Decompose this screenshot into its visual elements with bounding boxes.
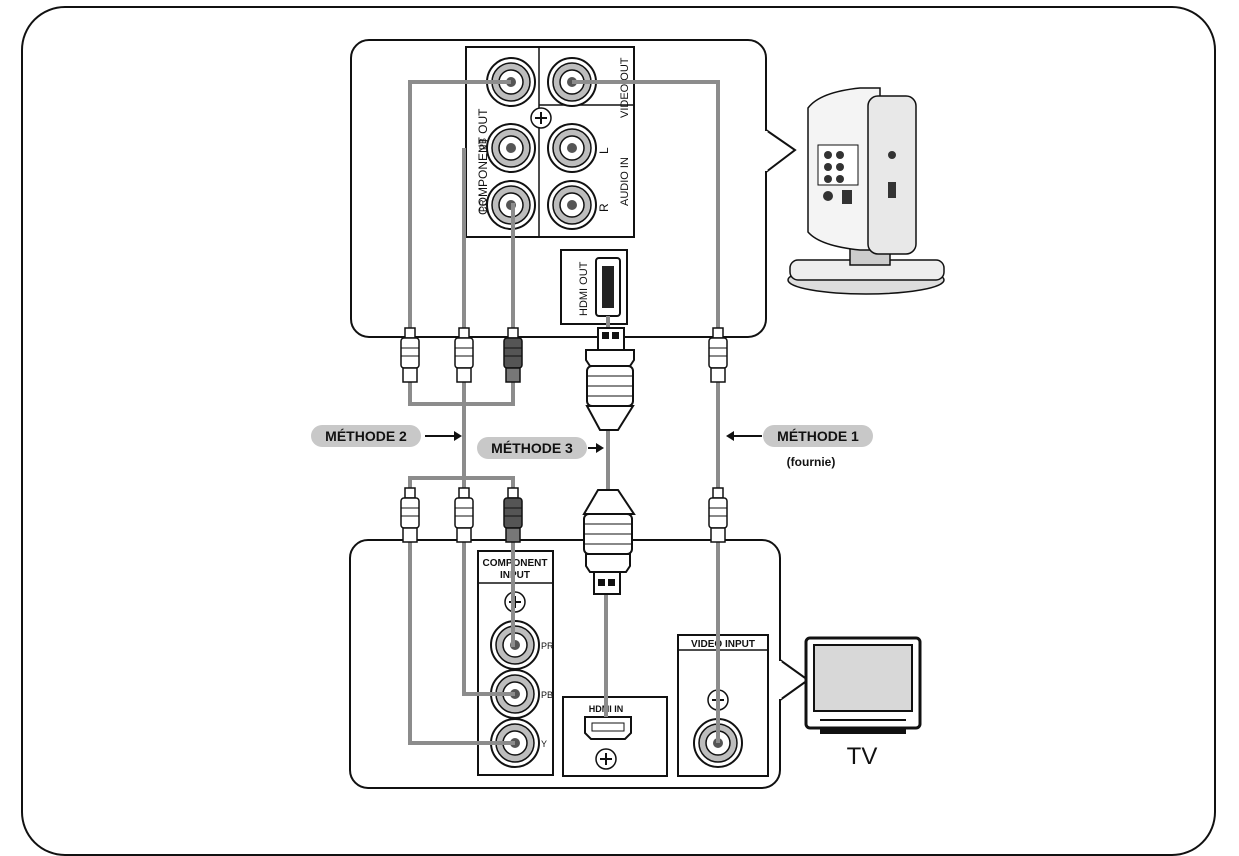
arrow-right-icon (454, 431, 462, 441)
component-bundle-top (408, 382, 515, 406)
method-1-note: (fournie) (787, 455, 836, 469)
audio-in-label: AUDIO IN (619, 157, 631, 206)
r-label: R (597, 203, 611, 212)
tv-pr-label: PR (541, 641, 554, 651)
hdmi-plug-top (585, 327, 635, 431)
ground-screw-icon (595, 748, 617, 770)
rca-plug-video-bottom (708, 487, 728, 543)
player-side-view-illustration (787, 87, 945, 295)
component-bundle-bottom (408, 476, 515, 490)
pr-cable-upper (511, 203, 515, 330)
method-3-label: MÉTHODE 3 (491, 440, 573, 456)
y-cable-lower (408, 542, 515, 745)
tv-icon (804, 636, 922, 734)
component-out-label: COMPONENT OUT (476, 108, 490, 215)
pb-cable-upper (408, 80, 511, 330)
component-out-y-jack (486, 123, 536, 173)
audio-in-r-jack (547, 180, 597, 230)
pb-label: PB (478, 138, 488, 150)
player-rear-panel: COMPONENT OUT PB PR VIDEO OUT AUDIO IN L… (350, 39, 797, 338)
ground-screw-icon (530, 107, 552, 129)
rca-plug-pb-bottom (454, 487, 474, 543)
video-input-label: VIDEO INPUT (691, 639, 755, 650)
tv-pb-label: PB (541, 690, 553, 700)
video-cable-upper (572, 80, 720, 330)
hdmi-in-port (584, 716, 632, 740)
l-label: L (597, 147, 611, 154)
hdmi-out-label: HDMI OUT (578, 261, 590, 316)
cables (408, 80, 720, 745)
tv-input-panel: COMPONENT INPUT PR PB Y HDMI IN VIDEO IN… (349, 539, 810, 789)
method-1-label: MÉTHODE 1 (777, 428, 859, 444)
pr-cable-lower (511, 542, 515, 647)
pr-label: PR (478, 199, 488, 212)
tv-label: TV (847, 743, 878, 770)
video-out-label: VIDEO OUT (619, 57, 631, 118)
hdmi-plug-bottom (582, 489, 636, 595)
method-3-label-group: MÉTHODE 3 (477, 437, 604, 459)
method-2-label: MÉTHODE 2 (325, 428, 407, 444)
connection-diagram: COMPONENT OUT PB PR VIDEO OUT AUDIO IN L… (311, 39, 945, 789)
arrow-right-icon (596, 443, 604, 453)
hdmi-out-port (560, 249, 628, 325)
tv-y-label: Y (541, 739, 547, 749)
rca-plug-y-bottom (400, 487, 420, 543)
arrow-left-icon (726, 431, 734, 441)
method-2-label-group: MÉTHODE 2 (311, 425, 462, 447)
rca-plug-pr-bottom (503, 487, 523, 543)
audio-in-l-jack (547, 123, 597, 173)
method-1-label-group: MÉTHODE 1 (fournie) (726, 425, 873, 469)
pb-cable-lower (462, 542, 515, 696)
